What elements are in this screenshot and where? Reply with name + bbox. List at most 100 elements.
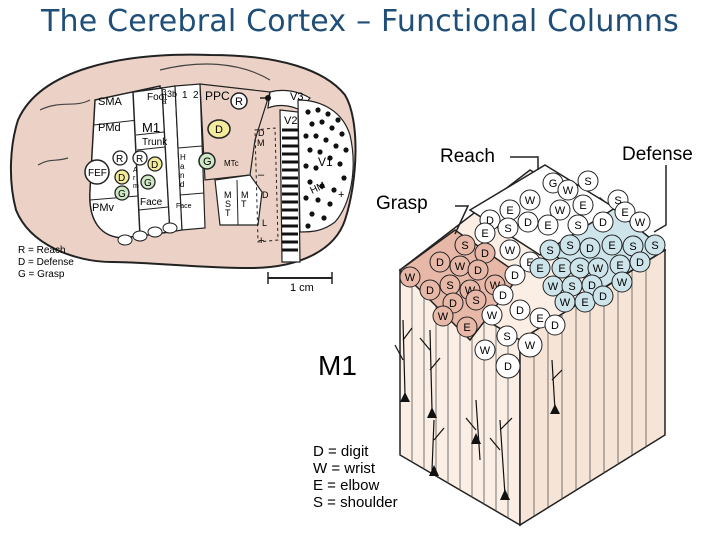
label-v1: V1 (318, 155, 333, 169)
marker-g-m1: G (144, 178, 152, 189)
slide-title: The Cerebral Cortex – Functional Columns (40, 4, 680, 39)
col-mark: S (504, 223, 511, 235)
col-mark: W (505, 245, 516, 257)
label-arm-a: A (133, 167, 138, 174)
label-mst-m: M (224, 190, 232, 200)
col-mark: E (536, 263, 543, 275)
col-mark: W (465, 285, 476, 297)
col-mark: S (566, 240, 573, 252)
col-mark: E (579, 200, 586, 212)
col-mark: E (616, 260, 623, 272)
column-top-markers: G W S W E W E S D E S D E S E W D S D D … (399, 170, 666, 379)
col-mark: S (472, 295, 479, 307)
label-plus-v1: + (338, 189, 344, 201)
label-pmd: PMd (98, 122, 121, 134)
label-v2: V2 (284, 115, 297, 127)
marker-d-pm: D (118, 173, 125, 184)
label-face: Face (140, 197, 163, 208)
label-reach: Reach (440, 146, 495, 167)
legend-digit: D = digit (313, 443, 369, 460)
col-mark: E (536, 313, 543, 325)
col-mark: S (461, 240, 468, 252)
label-plus: + (258, 235, 264, 247)
col-mark: W (455, 261, 466, 273)
label-mt-t: T (241, 199, 247, 209)
col-mark: S (503, 331, 510, 343)
col-mark: S (614, 195, 621, 207)
col-mark: D (499, 290, 507, 302)
col-mark: D (449, 298, 457, 310)
col-mark: E (581, 297, 588, 309)
label-m1-brain: M1 (142, 120, 160, 135)
col-mark: D (599, 217, 607, 229)
col-mark: E (621, 207, 628, 219)
label-grasp: Grasp (376, 193, 428, 214)
label-arm-m: m (133, 183, 139, 190)
col-mark: D (636, 257, 644, 269)
col-mark: D (436, 257, 444, 269)
col-mark: W (487, 310, 498, 322)
col-mark: W (593, 263, 604, 275)
col-mark: D (599, 291, 607, 303)
col-mark: S (584, 176, 591, 188)
col-mark: D (588, 280, 596, 292)
col-mark: E (544, 220, 551, 232)
col-mark: D (524, 217, 532, 229)
col-mark: D (474, 265, 482, 277)
marker-r-m1: R (136, 154, 143, 165)
col-mark: D (551, 320, 559, 332)
label-mst-t: T (225, 208, 231, 218)
col-mark: W (635, 217, 646, 229)
col-mark: S (546, 245, 553, 257)
label-minus: – (258, 169, 265, 181)
label-mt-m: M (241, 190, 249, 200)
col-mark: W (438, 311, 449, 323)
label-area-2: 2 (193, 90, 199, 101)
col-mark: D (486, 215, 494, 227)
col-mark: W (560, 297, 571, 309)
legend-shoulder: S = shoulder (313, 494, 398, 511)
label-hand-h: H (180, 153, 186, 162)
col-mark: E (463, 322, 470, 334)
marker-r-ppc: R (235, 96, 243, 108)
marker-r-pm: R (116, 154, 123, 165)
label-ppc: PPC (205, 89, 230, 103)
label-dl-d: D (262, 190, 269, 200)
col-mark: S (446, 280, 453, 292)
label-mst-s: S (225, 199, 231, 209)
label-3b: 3b (167, 89, 177, 99)
marker-g-pm: G (118, 189, 126, 200)
label-trunk: Trunk (142, 137, 168, 148)
label-hand-a: a (180, 162, 185, 171)
col-mark: W (548, 281, 559, 293)
col-mark: W (490, 280, 501, 292)
legend-grasp: G = Grasp (18, 269, 65, 280)
legend-reach: R = Reach (18, 245, 66, 256)
label-dm-m: M (257, 138, 265, 148)
label-hand-d: d (180, 180, 184, 189)
col-mark: E (608, 240, 615, 252)
col-mark: S (568, 281, 575, 293)
marker-d-m1: D (151, 160, 158, 171)
label-face-small: Face (176, 203, 192, 210)
col-mark: W (405, 272, 416, 284)
col-mark: D (511, 270, 519, 282)
col-mark: W (617, 277, 628, 289)
col-mark: E (526, 257, 533, 269)
label-dm-d: D (258, 128, 265, 138)
label-foot: Foot (147, 92, 167, 103)
column-block: G W S W E W E S D E S D E S E W D S D D … (313, 144, 693, 527)
legend-wrist: W = wrist (313, 460, 376, 477)
label-dl-l: L (262, 218, 267, 228)
col-mark: W (555, 205, 566, 217)
col-mark: W (480, 345, 491, 357)
legend-elbow: E = elbow (313, 477, 379, 494)
col-mark: S (629, 241, 636, 253)
label-fef: FEF (88, 168, 107, 179)
col-mark: D (586, 243, 594, 255)
col-mark: W (525, 195, 536, 207)
col-mark: S (574, 220, 581, 232)
label-v3: V3 (290, 91, 303, 103)
col-mark: E (558, 263, 565, 275)
